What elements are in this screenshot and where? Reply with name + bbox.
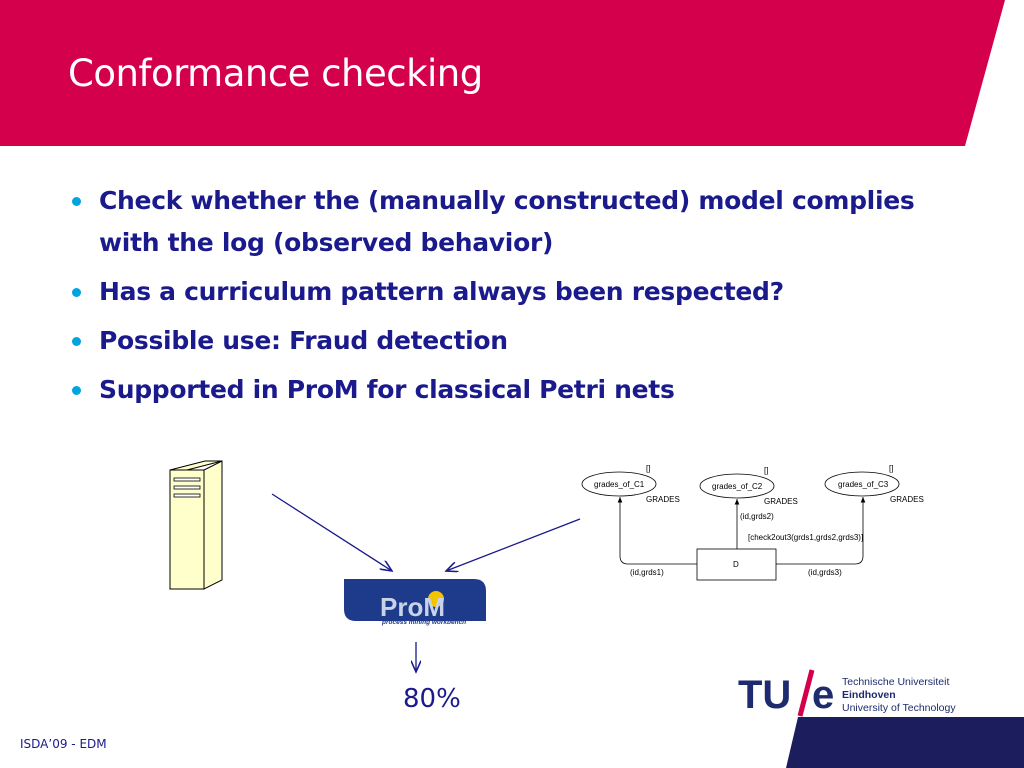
header-band [0, 0, 1024, 146]
model-to-prom-arrow [446, 518, 581, 571]
university-line1: Technische Universiteit [842, 676, 950, 688]
bullet-item: Has a curriculum pattern always been res… [72, 271, 972, 313]
prom-helmet-icon [428, 591, 444, 607]
bullet-text: Check whether the (manually constructed)… [99, 186, 915, 257]
bullet-dot-icon [72, 337, 81, 346]
log-to-prom-arrow [271, 493, 392, 571]
bullet-list: Check whether the (manually constructed)… [72, 180, 972, 418]
bullet-dot-icon [72, 288, 81, 297]
bullet-text: Possible use: Fraud detection [99, 326, 508, 355]
conformance-diagram: ProM process mining workbench grades_of_… [169, 460, 924, 680]
bullet-dot-icon [72, 386, 81, 395]
tue-logo: TU e [738, 669, 834, 717]
arc-label: (id,grds3) [808, 568, 842, 577]
footer-text: ISDA’09 - EDM [20, 737, 107, 751]
prom-tagline: process mining workbench [381, 619, 466, 626]
bullet-item: Supported in ProM for classical Petri ne… [72, 369, 972, 411]
place-type: GRADES [890, 495, 924, 504]
bullet-text: Supported in ProM for classical Petri ne… [99, 375, 675, 404]
tue-logo-text: TU [738, 673, 791, 717]
petri-net-model: grades_of_C1 [] GRADES grades_of_C2 [] G… [581, 464, 924, 581]
prom-logo: ProM process mining workbench [344, 579, 486, 626]
transition-label: D [733, 560, 739, 569]
place-grades-c3 [824, 471, 900, 497]
prom-logo-text: ProM [380, 592, 445, 622]
place-label: grades_of_C1 [594, 480, 645, 489]
svg-text:e: e [812, 673, 834, 717]
bullet-dot-icon [72, 197, 81, 206]
place-type: GRADES [646, 495, 680, 504]
bullet-item: Possible use: Fraud detection [72, 320, 972, 362]
transition-guard: [check2out3(grds1,grds2,grds3)] [748, 533, 863, 542]
conformance-result: 80% [403, 684, 461, 714]
place-grades-c1 [581, 471, 657, 497]
place-token: [] [646, 464, 650, 473]
place-label: grades_of_C2 [712, 482, 763, 491]
university-line2: Eindhoven [842, 689, 896, 701]
arc-c1 [617, 497, 697, 565]
arc-label: (id,grds1) [630, 568, 664, 577]
place-label: grades_of_C3 [838, 480, 889, 489]
place-grades-c2 [699, 473, 775, 499]
place-token: [] [889, 464, 893, 473]
bullet-item: Check whether the (manually constructed)… [72, 180, 972, 264]
arc-label: (id,grds2) [740, 512, 774, 521]
slide-title: Conformance checking [68, 52, 483, 95]
event-log-server-icon [169, 460, 223, 590]
bullet-text: Has a curriculum pattern always been res… [99, 277, 784, 306]
arc-c3 [776, 497, 866, 565]
university-line3: University of Technology [842, 702, 956, 714]
place-type: GRADES [764, 497, 798, 506]
place-token: [] [764, 466, 768, 475]
university-name: Technische Universiteit Eindhoven Univer… [842, 676, 956, 715]
tue-slash [797, 669, 815, 717]
header-shape [0, 0, 1005, 146]
transition-d [696, 548, 777, 581]
